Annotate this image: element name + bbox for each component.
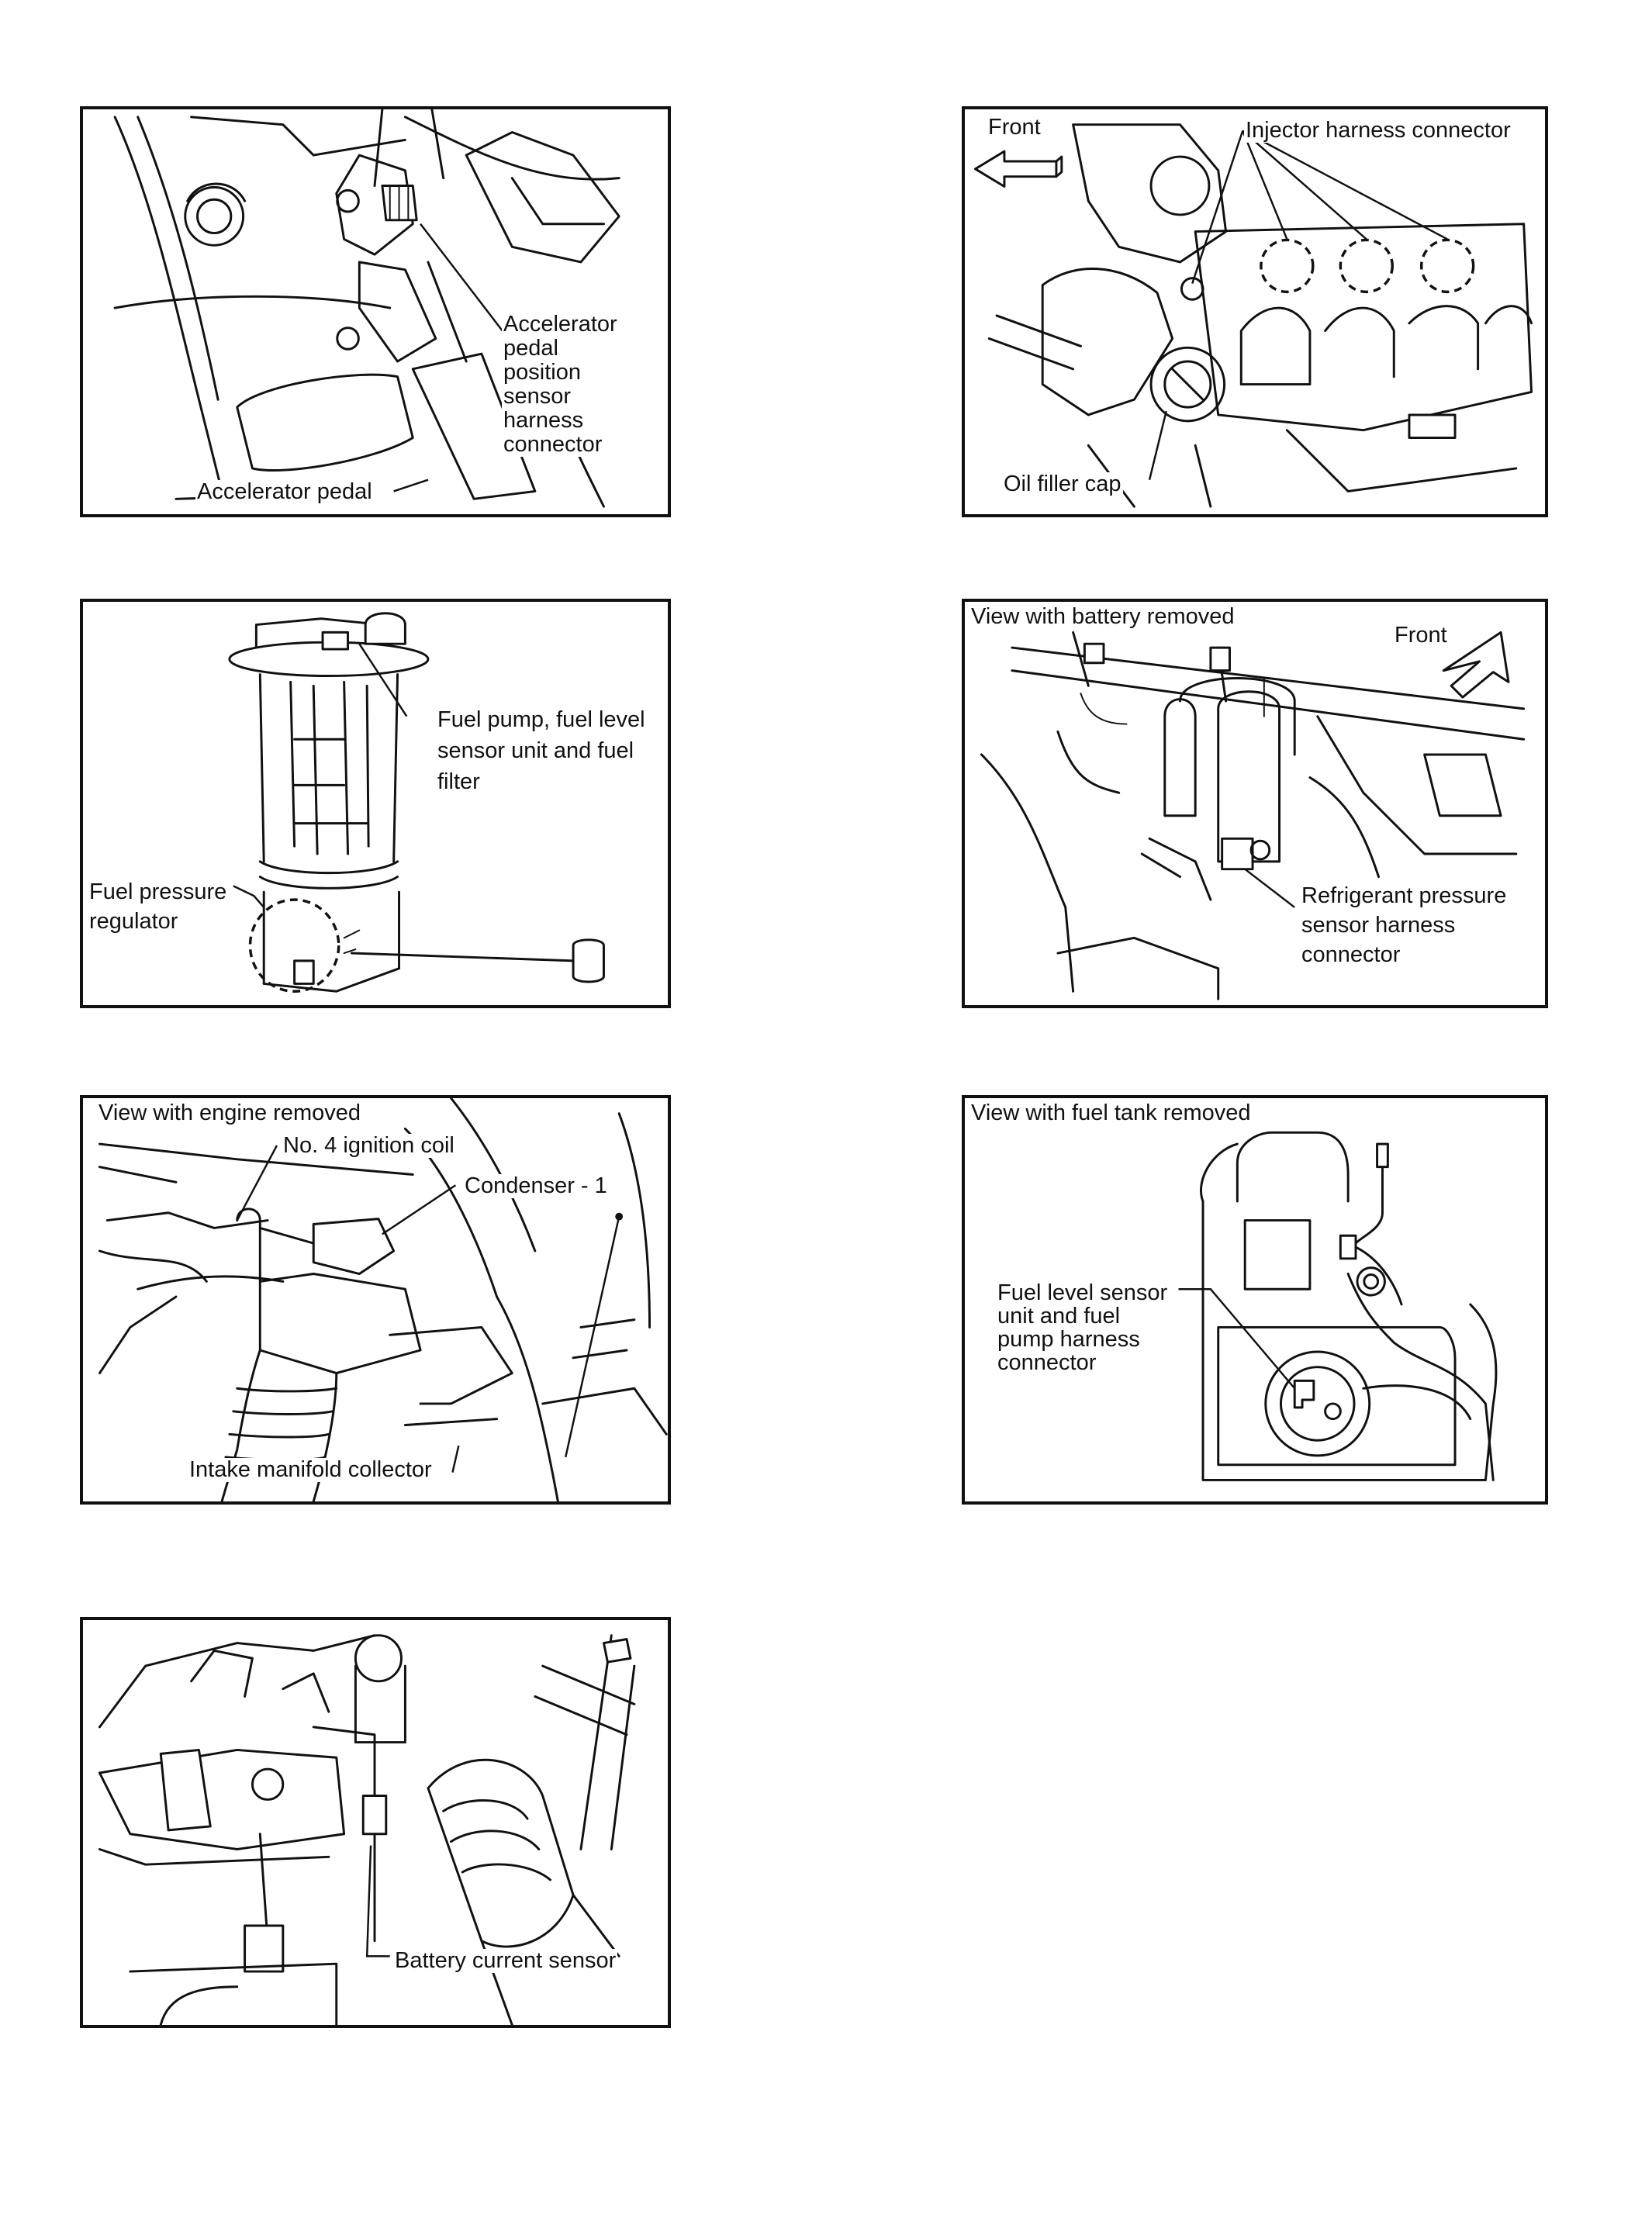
oil-filler-cap-label: Oil filler cap bbox=[1002, 472, 1123, 496]
intake-manifold-label: Intake manifold collector bbox=[188, 1457, 434, 1482]
panel-battery-sensor: Battery current sensor bbox=[80, 1617, 671, 2028]
fuel-level-connector-label: Fuel level sensor unit and fuel pump har… bbox=[996, 1280, 1170, 1375]
ignition-coil-label: No. 4 ignition coil bbox=[282, 1133, 456, 1158]
fuel-pump-label: Fuel pump, fuel level sensor unit and fu… bbox=[436, 704, 647, 797]
refrigerant-front-label: Front bbox=[1395, 623, 1447, 648]
panel-fuel-pump: Fuel pump, fuel level sensor unit and fu… bbox=[80, 599, 671, 1008]
condenser-label: Condenser - 1 bbox=[463, 1173, 609, 1198]
refrigerant-sensor-label: Refrigerant pressure sensor harness conn… bbox=[1300, 881, 1509, 969]
battery-sensor-illustration bbox=[98, 1634, 636, 2025]
panel-fuel-tank: View with fuel tank removed Fuel level s… bbox=[962, 1095, 1548, 1505]
fuel-pressure-regulator-label: Fuel pressure regulator bbox=[88, 877, 229, 936]
ignition-coil-illustration bbox=[98, 1098, 668, 1501]
panel-refrigerant-sensor: View with battery removed Front Refriger… bbox=[962, 599, 1548, 1008]
injector-illustration bbox=[974, 123, 1533, 508]
ignition-view-label: View with engine removed bbox=[97, 1100, 362, 1125]
refrigerant-view-label: View with battery removed bbox=[969, 604, 1236, 629]
accelerator-sensor-label: Accelerator pedal position sensor harnes… bbox=[502, 312, 619, 457]
injector-front-label: Front bbox=[988, 115, 1041, 140]
front-arrow-up-right-icon bbox=[1442, 631, 1510, 699]
accelerator-pedal-illustration bbox=[113, 109, 620, 508]
fuel-tank-illustration bbox=[1178, 1131, 1498, 1481]
panel-ignition-coil: View with engine removed No. 4 ignition … bbox=[80, 1095, 671, 1505]
battery-current-sensor-label: Battery current sensor bbox=[393, 1948, 618, 1973]
refrigerant-illustration bbox=[980, 631, 1526, 1000]
accelerator-pedal-label: Accelerator pedal bbox=[195, 479, 374, 504]
fuel-pump-illustration bbox=[228, 612, 605, 993]
panel-accelerator-pedal: Accelerator pedal position sensor harnes… bbox=[80, 106, 671, 517]
panel-injector-harness: Front Injector harness connector Oil fil… bbox=[962, 106, 1548, 517]
injector-connector-label: Injector harness connector bbox=[1244, 118, 1512, 143]
fuel-tank-view-label: View with fuel tank removed bbox=[969, 1100, 1253, 1125]
front-arrow-left-icon bbox=[974, 150, 1063, 188]
